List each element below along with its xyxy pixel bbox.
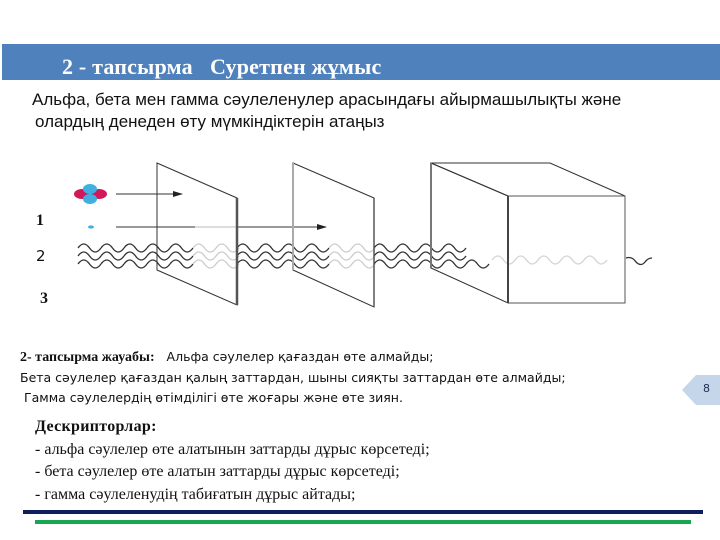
slide-title: 2 - тапсырма Суретпен жұмыс xyxy=(62,54,382,79)
answer-gamma: Гамма сәулелердің өтімділігі өте жоғары … xyxy=(24,390,403,405)
title-bar xyxy=(2,44,720,80)
gamma-wave-icon xyxy=(77,243,653,269)
ray-label-3: 3 xyxy=(40,290,48,307)
footer-rule-navy xyxy=(23,510,703,514)
task-answer: 2- тапсырма жауабы: Альфа сәулелер қағаз… xyxy=(20,347,640,408)
descriptor-item: - гамма сәулеленудің табиғатын дұрыс айт… xyxy=(35,485,356,503)
task-question: Альфа, бета мен гамма сәулеленулер арасы… xyxy=(32,89,692,133)
paper-sheet xyxy=(156,162,239,306)
descriptors-heading: Дескрипторлар: xyxy=(35,418,157,435)
question-line-1: Альфа, бета мен гамма сәулеленулер арасы… xyxy=(32,90,622,109)
answer-beta: Бета сәулелер қағаздан қалың заттардан, … xyxy=(20,370,566,385)
descriptors-block: Дескрипторлар: - альфа сәулелер өте алат… xyxy=(35,416,695,506)
page-number: 8 xyxy=(703,382,710,395)
footer-rule-green xyxy=(35,520,691,524)
ray-label-2: 2 xyxy=(36,247,46,265)
radiation-penetration-diagram: 1 2 3 xyxy=(0,140,720,340)
answer-line-1: 2- тапсырма жауабы: Альфа сәулелер қағаз… xyxy=(20,347,640,368)
question-line-2: олардың денеден өту мүмкіндіктерін атаңы… xyxy=(35,112,385,131)
descriptor-item: - альфа сәулелер өте алатынын заттарды д… xyxy=(35,440,430,458)
ray-label-1: 1 xyxy=(36,212,44,229)
answer-heading: 2- тапсырма жауабы: xyxy=(20,350,155,365)
page-number-badge: 8 xyxy=(682,375,720,405)
alpha-particle-icon xyxy=(74,184,107,204)
descriptor-item: - бета сәулелер өте алатын заттарды дұры… xyxy=(35,463,400,480)
answer-alpha: Альфа сәулелер қағаздан өте алмайды; xyxy=(166,349,434,364)
beta-particle-icon xyxy=(88,225,94,229)
thin-plate xyxy=(292,162,375,308)
thick-block xyxy=(430,162,626,304)
